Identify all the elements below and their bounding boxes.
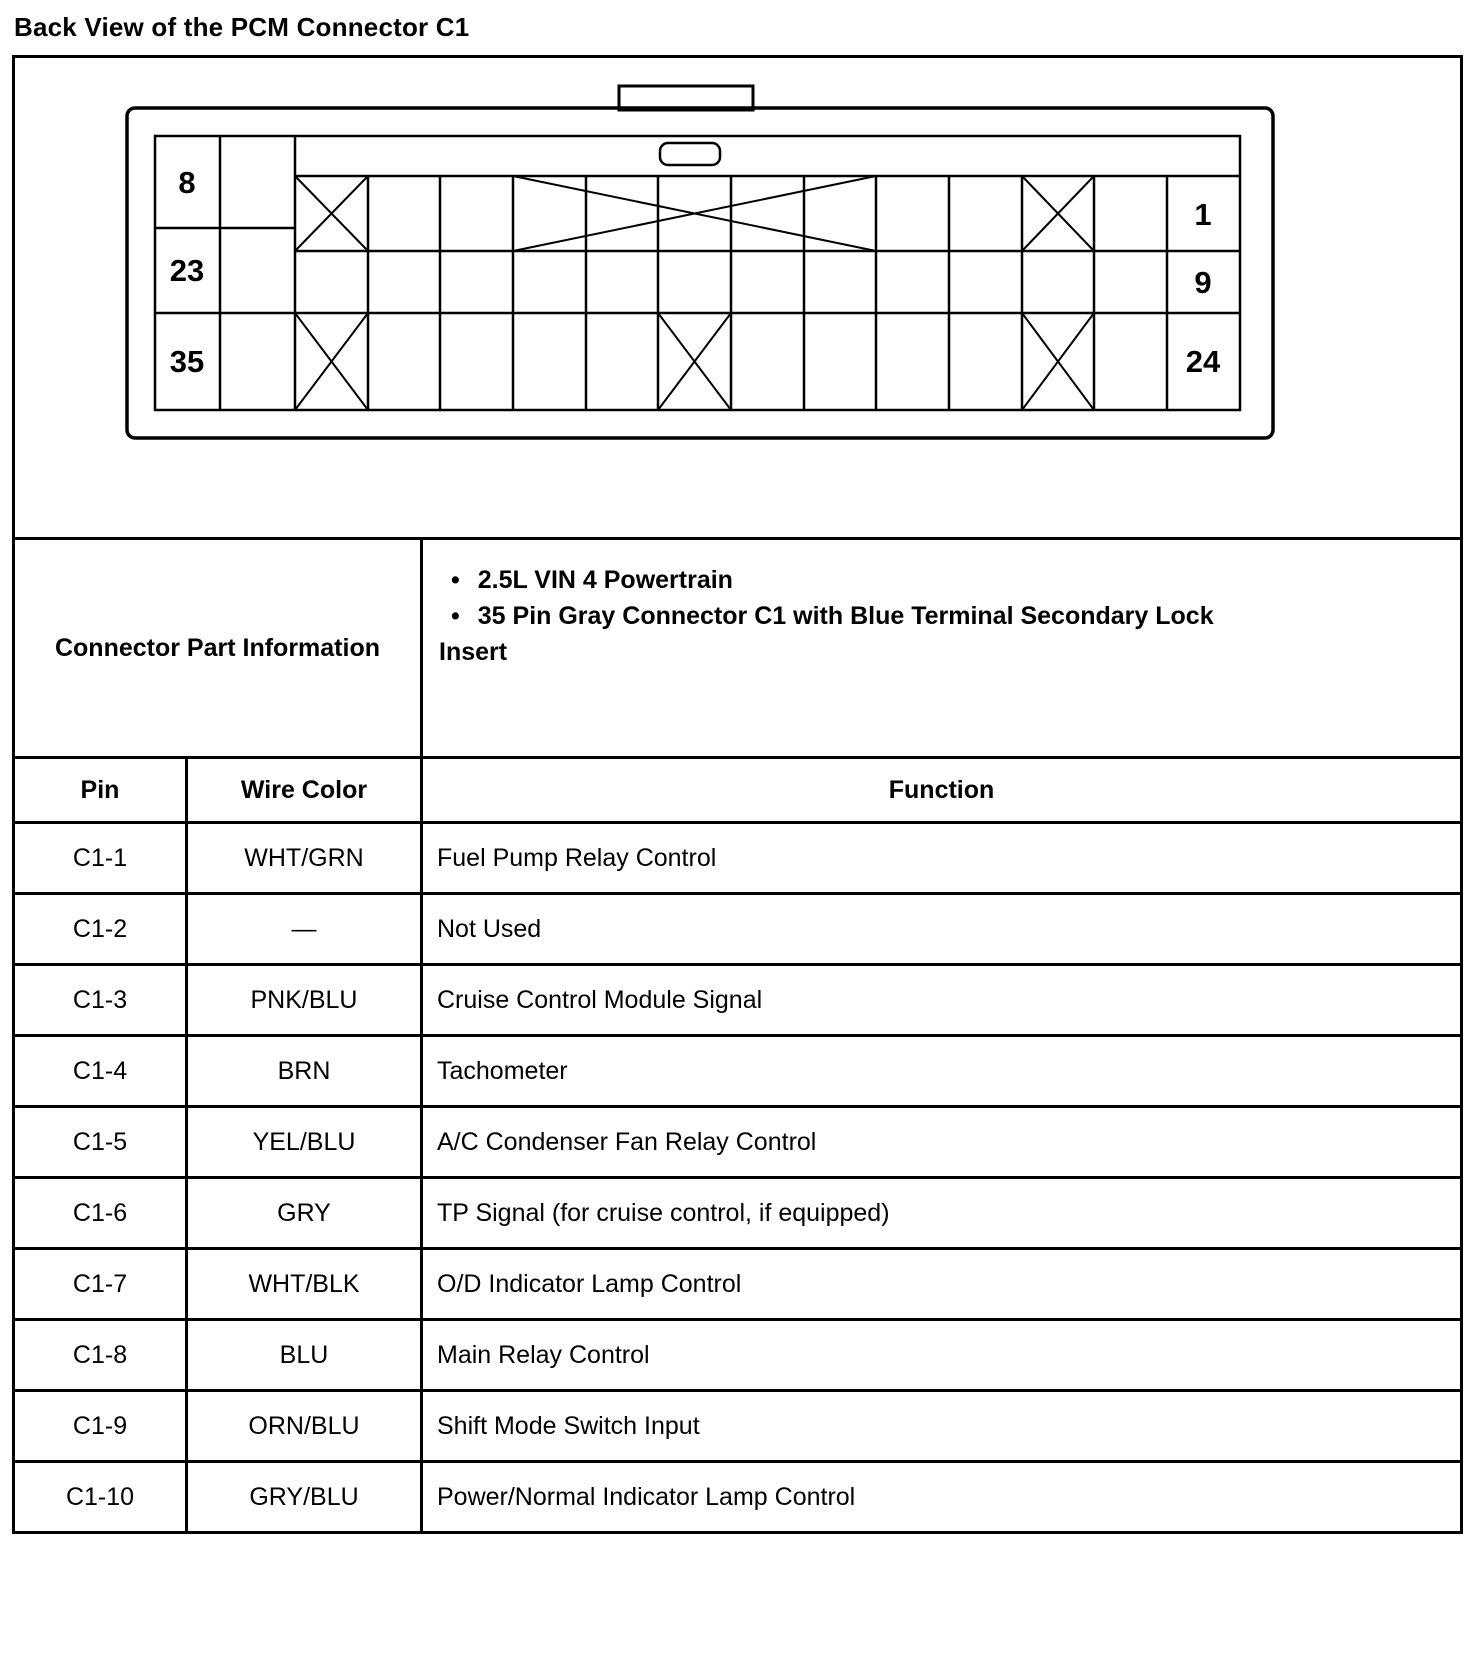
wire-color-cell: WHT/BLK [185,1247,423,1321]
pin-grid-outline [153,134,1242,412]
pin-label-8: 8 [178,165,195,200]
function-cell: Cruise Control Module Signal [419,963,1464,1037]
pin-cell: C1-2 [12,892,188,966]
header-function: Function [419,756,1464,824]
bullet-icon: • [451,566,460,594]
header-wire-color: Wire Color [185,756,423,824]
pin-cell: C1-3 [12,963,188,1037]
function-cell: Power/Normal Indicator Lamp Control [419,1460,1464,1534]
pin-cell: C1-4 [12,1034,188,1108]
connector-info-table: 8 23 35 1 9 24 Connector Part Informatio… [11,55,1464,1534]
pin-cell: C1-9 [12,1389,188,1463]
pcm-connector-diagram: 8 23 35 1 9 24 [125,84,1275,440]
function-cell: A/C Condenser Fan Relay Control [419,1105,1464,1179]
table-row: C1-1 WHT/GRN Fuel Pump Relay Control [12,821,1464,895]
pin-label-24: 24 [1186,344,1221,379]
pin-label-1: 1 [1194,197,1211,232]
table-row: C1-2 — Not Used [12,892,1464,966]
wire-color-cell: — [185,892,423,966]
pin-cell: C1-6 [12,1176,188,1250]
blocked-cavities-top-row [294,175,1095,252]
wire-color-cell: GRY [185,1176,423,1250]
part-info-bullet-2-continuation: Insert [439,638,508,666]
wire-color-cell: BRN [185,1034,423,1108]
header-pin: Pin [12,756,188,824]
part-info-content: • 2.5L VIN 4 Powertrain • 35 Pin Gray Co… [419,537,1464,759]
wire-color-cell: YEL/BLU [185,1105,423,1179]
table-row: C1-7 WHT/BLK O/D Indicator Lamp Control [12,1247,1464,1321]
wire-color-cell: PNK/BLU [185,963,423,1037]
pin-label-35: 35 [170,344,204,379]
table-row: C1-3 PNK/BLU Cruise Control Module Signa… [12,963,1464,1037]
pin-cell: C1-8 [12,1318,188,1392]
pin-cell: C1-5 [12,1105,188,1179]
diagram-row: 8 23 35 1 9 24 [11,55,1464,540]
connector-body [125,106,1275,440]
page: Back View of the PCM Connector C1 [0,12,1472,1534]
connector-top-tab [617,84,755,112]
latch-slot [658,141,722,167]
function-cell: Not Used [419,892,1464,966]
part-info-bullet-1-text: 2.5L VIN 4 Powertrain [477,566,733,594]
wire-color-cell: GRY/BLU [185,1460,423,1534]
function-cell: Tachometer [419,1034,1464,1108]
page-title: Back View of the PCM Connector C1 [14,12,470,42]
function-cell: TP Signal (for cruise control, if equipp… [419,1176,1464,1250]
table-header-row: Pin Wire Color Function [12,756,1464,824]
pin-label-9: 9 [1194,265,1211,300]
pin-cell: C1-10 [12,1460,188,1534]
wire-color-cell: BLU [185,1318,423,1392]
bullet-icon: • [451,602,460,630]
part-info-bullet-2-text: 35 Pin Gray Connector C1 with Blue Termi… [477,602,1214,630]
table-row: C1-9 ORN/BLU Shift Mode Switch Input [12,1389,1464,1463]
function-cell: O/D Indicator Lamp Control [419,1247,1464,1321]
table-row: C1-4 BRN Tachometer [12,1034,1464,1108]
table-row: C1-10 GRY/BLU Power/Normal Indicator Lam… [12,1460,1464,1534]
part-info-bullet-1: • 2.5L VIN 4 Powertrain [451,562,1436,598]
part-info-row: Connector Part Information • 2.5L VIN 4 … [12,537,1464,759]
pin-cell: C1-7 [12,1247,188,1321]
table-row: C1-6 GRY TP Signal (for cruise control, … [12,1176,1464,1250]
pin-cell: C1-1 [12,821,188,895]
grid-column-lines [366,176,1169,410]
wire-color-cell: WHT/GRN [185,821,423,895]
part-info-label: Connector Part Information [12,537,423,759]
function-cell: Shift Mode Switch Input [419,1389,1464,1463]
blocked-cavities-bottom-row [294,312,1095,411]
pin-label-23: 23 [170,253,204,288]
function-cell: Main Relay Control [419,1318,1464,1392]
function-cell: Fuel Pump Relay Control [419,821,1464,895]
table-row: C1-8 BLU Main Relay Control [12,1318,1464,1392]
part-info-bullet-2: • 35 Pin Gray Connector C1 with Blue Ter… [451,598,1436,634]
left-label-columns [155,136,297,410]
grid-row-lines [295,174,1240,315]
wire-color-cell: ORN/BLU [185,1389,423,1463]
connector-diagram-cell: 8 23 35 1 9 24 [11,55,1464,540]
table-row: C1-5 YEL/BLU A/C Condenser Fan Relay Con… [12,1105,1464,1179]
